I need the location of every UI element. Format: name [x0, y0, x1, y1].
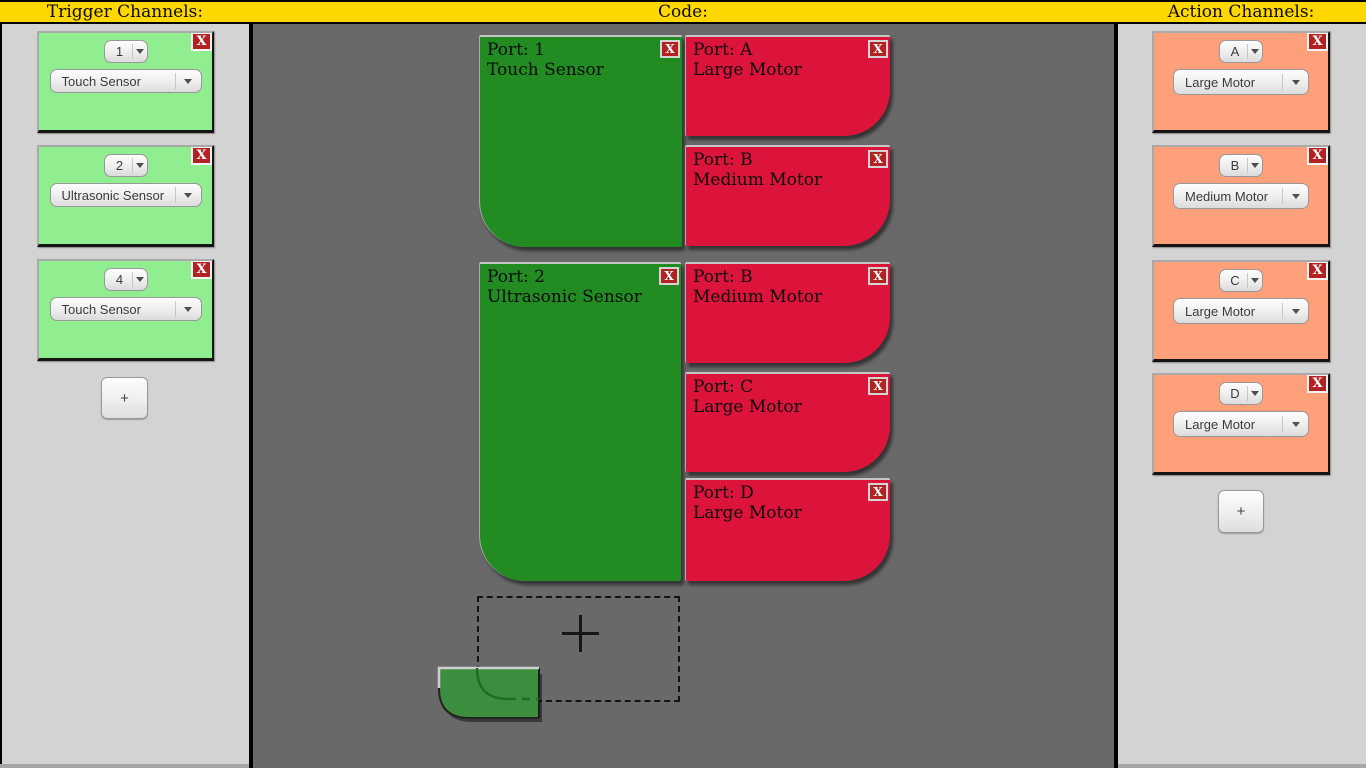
- block-type-label: Large Motor: [693, 503, 802, 523]
- close-button[interactable]: X: [191, 147, 212, 165]
- code-heading: Code:: [658, 2, 708, 22]
- port-select[interactable]: 1: [103, 40, 148, 63]
- code-action-block[interactable]: Port: C Large Motor X: [685, 372, 890, 472]
- trigger-channel-card[interactable]: 4 Touch Sensor X: [37, 259, 214, 361]
- block-type-label: Ultrasonic Sensor: [487, 287, 642, 307]
- chevron-down-icon: [1247, 158, 1262, 173]
- motor-type-value: Medium Motor: [1185, 188, 1269, 204]
- code-action-block[interactable]: Port: B Medium Motor X: [685, 145, 890, 246]
- sensor-type-select[interactable]: Touch Sensor: [49, 69, 202, 93]
- chevron-down-icon: [174, 73, 201, 89]
- port-select-value: C: [1230, 273, 1240, 288]
- chevron-down-icon: [174, 301, 201, 317]
- close-button[interactable]: X: [659, 267, 679, 285]
- close-button[interactable]: X: [1307, 147, 1328, 165]
- add-action-channel-button[interactable]: +: [1218, 490, 1264, 533]
- block-port-label: Port: A: [693, 40, 753, 60]
- port-select-value: 1: [115, 44, 124, 59]
- chevron-down-icon: [131, 158, 147, 173]
- chevron-down-icon: [1247, 386, 1262, 401]
- chevron-down-icon: [1282, 188, 1308, 204]
- code-canvas: Port: 1 Touch Sensor X Port: A Large Mot…: [253, 24, 1114, 768]
- code-trigger-block[interactable]: Port: 1 Touch Sensor X: [479, 35, 682, 247]
- close-button[interactable]: X: [1307, 33, 1328, 51]
- port-select-value: D: [1230, 386, 1240, 401]
- chevron-down-icon: [131, 272, 147, 287]
- motor-type-value: Large Motor: [1185, 74, 1256, 90]
- block-port-label: Port: 2: [487, 267, 545, 287]
- trigger-channel-card[interactable]: 1 Touch Sensor X: [37, 31, 214, 133]
- port-select-value: 4: [115, 272, 124, 287]
- code-action-block[interactable]: Port: B Medium Motor X: [685, 262, 890, 363]
- port-select[interactable]: 4: [103, 268, 148, 291]
- close-button[interactable]: X: [868, 267, 888, 285]
- action-channel-card[interactable]: D Large Motor X: [1152, 373, 1330, 475]
- motor-type-value: Large Motor: [1185, 416, 1256, 432]
- port-select[interactable]: C: [1219, 269, 1263, 292]
- header-bar: Trigger Channels: Code: Action Channels:: [0, 0, 1366, 24]
- motor-type-value: Large Motor: [1185, 303, 1256, 319]
- port-select[interactable]: B: [1219, 154, 1263, 177]
- motor-type-select[interactable]: Large Motor: [1173, 411, 1309, 437]
- motor-type-select[interactable]: Large Motor: [1173, 298, 1309, 324]
- block-type-label: Medium Motor: [693, 170, 823, 190]
- code-trigger-block[interactable]: Port: 2 Ultrasonic Sensor X: [479, 262, 681, 581]
- action-channel-card[interactable]: C Large Motor X: [1152, 260, 1330, 362]
- motor-type-select[interactable]: Large Motor: [1173, 69, 1309, 95]
- block-type-label: Touch Sensor: [487, 60, 604, 80]
- block-port-label: Port: 1: [487, 40, 545, 60]
- close-button[interactable]: X: [191, 261, 212, 279]
- port-select-value: A: [1230, 44, 1240, 59]
- close-button[interactable]: X: [1307, 375, 1328, 393]
- action-channel-card[interactable]: A Large Motor X: [1152, 31, 1330, 133]
- block-port-label: Port: B: [693, 150, 753, 170]
- close-button[interactable]: X: [191, 33, 212, 51]
- block-type-label: Medium Motor: [693, 287, 823, 307]
- sensor-type-select[interactable]: Touch Sensor: [49, 297, 202, 321]
- code-action-block[interactable]: Port: A Large Motor X: [685, 35, 890, 136]
- port-select-value: B: [1230, 158, 1240, 173]
- panel-divider-right: [1114, 24, 1118, 768]
- close-button[interactable]: X: [868, 150, 888, 168]
- motor-type-select[interactable]: Medium Motor: [1173, 183, 1309, 209]
- close-button[interactable]: X: [660, 40, 680, 58]
- panel-divider-left: [249, 24, 253, 768]
- action-channels-panel: A Large Motor X B Medium Motor X C: [1118, 24, 1366, 764]
- block-type-label: Large Motor: [693, 60, 802, 80]
- add-code-block-zone[interactable]: [477, 596, 680, 702]
- sensor-type-value: Ultrasonic Sensor: [61, 187, 165, 203]
- chevron-down-icon: [1282, 303, 1308, 319]
- action-channels-heading: Action Channels:: [1167, 2, 1315, 22]
- chevron-down-icon: [1282, 416, 1308, 432]
- trigger-channel-card[interactable]: 2 Ultrasonic Sensor X: [37, 145, 214, 247]
- trigger-channels-heading: Trigger Channels:: [46, 2, 204, 22]
- chevron-down-icon: [131, 44, 147, 59]
- window-left-border: [0, 24, 2, 764]
- block-port-label: Port: C: [693, 377, 754, 397]
- chevron-down-icon: [174, 187, 201, 203]
- close-button[interactable]: X: [1307, 262, 1328, 280]
- close-button[interactable]: X: [868, 483, 888, 501]
- port-select[interactable]: D: [1219, 382, 1263, 405]
- add-block-plus-icon: [562, 615, 599, 652]
- block-port-label: Port: D: [693, 483, 754, 503]
- code-action-block[interactable]: Port: D Large Motor X: [685, 478, 890, 581]
- block-port-label: Port: B: [693, 267, 753, 287]
- port-select[interactable]: 2: [103, 154, 148, 177]
- chevron-down-icon: [1247, 273, 1262, 288]
- dragged-trigger-block-fragment[interactable]: [436, 666, 544, 724]
- close-button[interactable]: X: [868, 377, 888, 395]
- chevron-down-icon: [1247, 44, 1262, 59]
- sensor-type-value: Touch Sensor: [61, 73, 142, 89]
- action-channel-card[interactable]: B Medium Motor X: [1152, 145, 1330, 247]
- sensor-type-select[interactable]: Ultrasonic Sensor: [49, 183, 202, 207]
- close-button[interactable]: X: [868, 40, 888, 58]
- block-type-label: Large Motor: [693, 397, 802, 417]
- trigger-channels-panel: 1 Touch Sensor X 2 Ultrasonic Sensor X 4: [2, 24, 249, 764]
- port-select-value: 2: [115, 158, 124, 173]
- port-select[interactable]: A: [1219, 40, 1263, 63]
- sensor-type-value: Touch Sensor: [61, 301, 142, 317]
- chevron-down-icon: [1282, 74, 1308, 90]
- add-trigger-channel-button[interactable]: +: [101, 377, 148, 419]
